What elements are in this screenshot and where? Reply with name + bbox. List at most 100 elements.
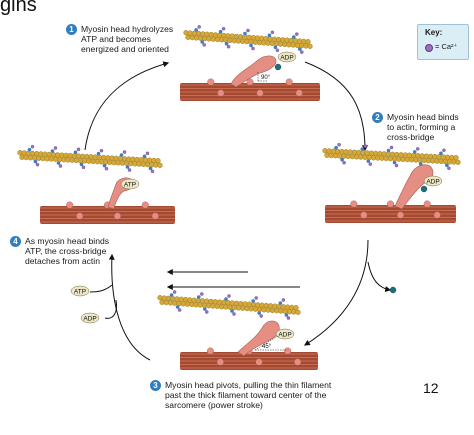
troponin-icon — [298, 47, 302, 51]
step-4-badge: 4 — [10, 236, 21, 247]
troponin-icon — [224, 41, 229, 46]
calcium-icon — [145, 151, 150, 156]
calcium-icon — [394, 163, 399, 168]
troponin-icon — [27, 147, 32, 152]
actin-bead — [455, 159, 461, 165]
troponin-icon — [445, 163, 449, 168]
troponin-icon — [292, 35, 296, 39]
adp-bubble-text: ADP — [426, 178, 439, 185]
calcium-icon — [227, 294, 231, 298]
troponin-icon — [340, 157, 344, 162]
troponin-icon — [267, 33, 272, 38]
step-4-text-line: As myosin head binds — [25, 236, 110, 246]
phosphate-icon — [389, 286, 397, 294]
calcium-icon — [99, 148, 104, 153]
phosphate-icon — [274, 63, 282, 71]
calcium-icon — [251, 46, 255, 51]
calcium-icon — [30, 144, 35, 149]
adp-bubble — [275, 328, 295, 340]
cycle-arrow-3-to-4 — [108, 253, 151, 361]
troponin-icon — [439, 151, 443, 156]
adp-bubble — [423, 175, 443, 187]
slide-title-fragment: gins — [0, 0, 37, 16]
myosin-head-knob — [113, 212, 121, 220]
adp-bubble-text: ADP — [83, 315, 96, 322]
actin-bead — [293, 305, 299, 311]
atp-bubble — [70, 285, 90, 297]
myosin-head-knob — [387, 200, 395, 208]
calcium-icon — [300, 50, 304, 54]
calcium-icon — [122, 150, 127, 154]
pi-release-arrow — [367, 261, 392, 292]
troponin-icon — [249, 43, 253, 48]
calcium-icon — [368, 162, 373, 166]
calcium-icon — [270, 30, 275, 35]
angle-45-label: 45° — [262, 344, 272, 350]
troponin-icon — [56, 161, 61, 165]
calcium-icon — [104, 166, 109, 171]
myosin-head-energized — [230, 55, 277, 88]
troponin-icon — [218, 29, 223, 34]
myosin-head-knob — [397, 211, 405, 219]
troponin-icon — [148, 166, 153, 171]
troponin-icon — [224, 297, 228, 301]
key-title: Key: — [425, 28, 443, 37]
cycle-arrow-4-to-1 — [84, 61, 170, 151]
troponin-icon — [119, 153, 124, 157]
troponin-icon — [200, 40, 204, 44]
myosin-head-knob — [284, 347, 292, 355]
adp-bubble — [277, 51, 297, 63]
myosin-head-knob — [350, 200, 358, 208]
troponin-icon — [386, 148, 391, 153]
calcium-icon — [127, 168, 132, 172]
troponin-icon — [412, 150, 417, 154]
myosin-head-knob — [423, 200, 431, 208]
calcium-icon — [76, 147, 81, 152]
atp-bubble-text: ATP — [74, 288, 86, 295]
calcium-icon — [81, 165, 86, 170]
troponin-icon — [251, 299, 255, 303]
troponin-icon — [257, 311, 262, 315]
troponin-icon — [50, 149, 55, 153]
troponin-icon — [278, 301, 283, 305]
calcium-icon — [35, 162, 40, 167]
adp-out-arrow — [104, 299, 117, 319]
calcium-icon — [53, 146, 58, 150]
myosin-head-knob — [360, 211, 368, 219]
calcium-icon — [275, 48, 280, 53]
actin-bead — [295, 309, 301, 315]
troponin-icon — [79, 162, 84, 167]
step-2-text-line: Myosin head binds — [387, 112, 459, 122]
step-2-badge: 2 — [372, 112, 383, 123]
adp-bubble-text: ADP — [278, 331, 291, 338]
calcium-icon — [425, 44, 433, 52]
myosin-head-knob — [285, 78, 293, 86]
calcium-icon — [337, 142, 341, 147]
calcium-icon — [58, 164, 63, 168]
step-1-text-line: Myosin head hydrolyzes — [81, 24, 174, 34]
calcium-icon — [221, 26, 226, 31]
calcium-icon — [286, 316, 291, 320]
troponin-icon — [96, 151, 101, 156]
calcium-icon — [177, 308, 182, 312]
troponin-icon — [360, 147, 365, 151]
calcium-icon — [254, 296, 258, 300]
troponin-icon — [273, 45, 278, 50]
actin-bead — [305, 39, 311, 45]
calcium-icon — [447, 166, 451, 171]
actin-bead — [307, 43, 313, 49]
troponin-icon — [197, 295, 201, 299]
step-2-text-line: to actin, forming a — [387, 122, 456, 132]
myosin-head-knob — [76, 212, 84, 220]
myosin-head-bound — [394, 164, 434, 210]
angle-marker — [257, 71, 268, 82]
atp-bubble-text: ATP — [124, 181, 136, 188]
troponin-icon — [73, 150, 78, 155]
step-3-label: 3 Myosin head pivots, pulling the thin f… — [150, 380, 331, 410]
calcium-icon — [202, 43, 206, 47]
calcium-icon — [295, 32, 299, 36]
myosin-head-knob — [151, 212, 159, 220]
myosin-head-knob — [206, 347, 214, 355]
